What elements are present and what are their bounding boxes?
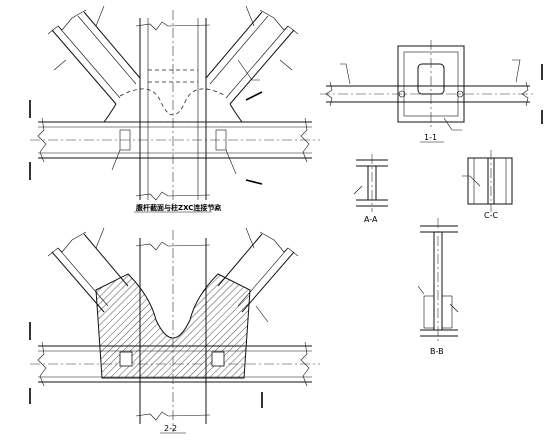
gusset-plate-hidden-outline — [119, 69, 227, 123]
joint-elevation-view-2: 2-2 — [29, 227, 320, 434]
section-A-A-label: A-A — [364, 215, 378, 224]
hatched-gusset-plate — [95, 273, 251, 379]
section-1-1-drawing: 1-1 — [320, 40, 543, 143]
right-diagonal-view-2 — [217, 231, 299, 313]
stiffener-opening-left — [119, 351, 133, 367]
view-1-title: 腹杆截面与柱ZXC连接节点 — [135, 203, 221, 212]
section-B-B-label: B-B — [430, 347, 444, 356]
section-C-C-label: C-C — [484, 211, 498, 220]
bottom-chord-view-2 — [30, 341, 320, 387]
section-1-1-label: 1-1 — [424, 133, 437, 142]
section-cut-marks-2 — [29, 227, 269, 408]
joint-elevation-view-1: 腹杆截面与柱ZXC连接节点 ① — [29, 5, 320, 213]
left-diagonal-view-2 — [47, 231, 129, 313]
view-1-title-mark: ① — [213, 203, 220, 212]
bottom-chord — [30, 117, 320, 163]
section-2-2-label: 2-2 — [164, 424, 177, 433]
left-diagonal-web-member — [47, 9, 141, 123]
column-ZXC-view-2 — [135, 230, 211, 432]
c-c-box — [467, 157, 513, 205]
section-cut-marks-1 — [29, 5, 293, 185]
section-A-A-drawing: A-A — [353, 154, 388, 224]
column-ZXC — [135, 10, 211, 210]
section-C-C-drawing: C-C — [462, 150, 513, 220]
section-B-B-drawing: B-B — [417, 218, 459, 356]
stiffener-plates — [119, 122, 227, 158]
right-diagonal-web-member — [205, 9, 299, 123]
stiffener-opening-right — [211, 351, 225, 367]
weld-leaders-view-1 — [111, 59, 260, 175]
